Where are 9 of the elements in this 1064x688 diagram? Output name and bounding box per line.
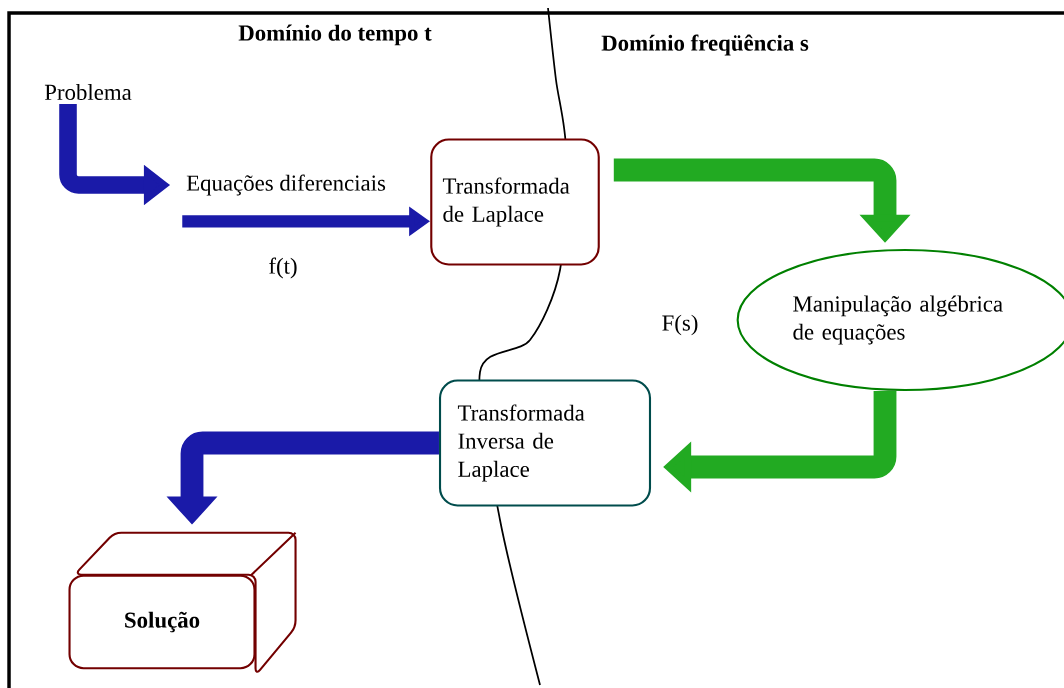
signal-label: F(s) xyxy=(662,314,698,336)
signal-label: f(t) xyxy=(269,257,297,279)
plain-text: Equações diferenciais xyxy=(186,174,386,196)
heading: Domínio freqüência s xyxy=(601,34,809,56)
rounded-box: Transformada de Laplace xyxy=(430,138,600,266)
plain-text: Problema xyxy=(44,83,132,101)
rounded-box: Transformada Inversa de Laplace xyxy=(438,379,652,507)
box-3d-drawing: Solução xyxy=(68,531,297,673)
heading: Domínio do tempo t xyxy=(238,24,432,46)
